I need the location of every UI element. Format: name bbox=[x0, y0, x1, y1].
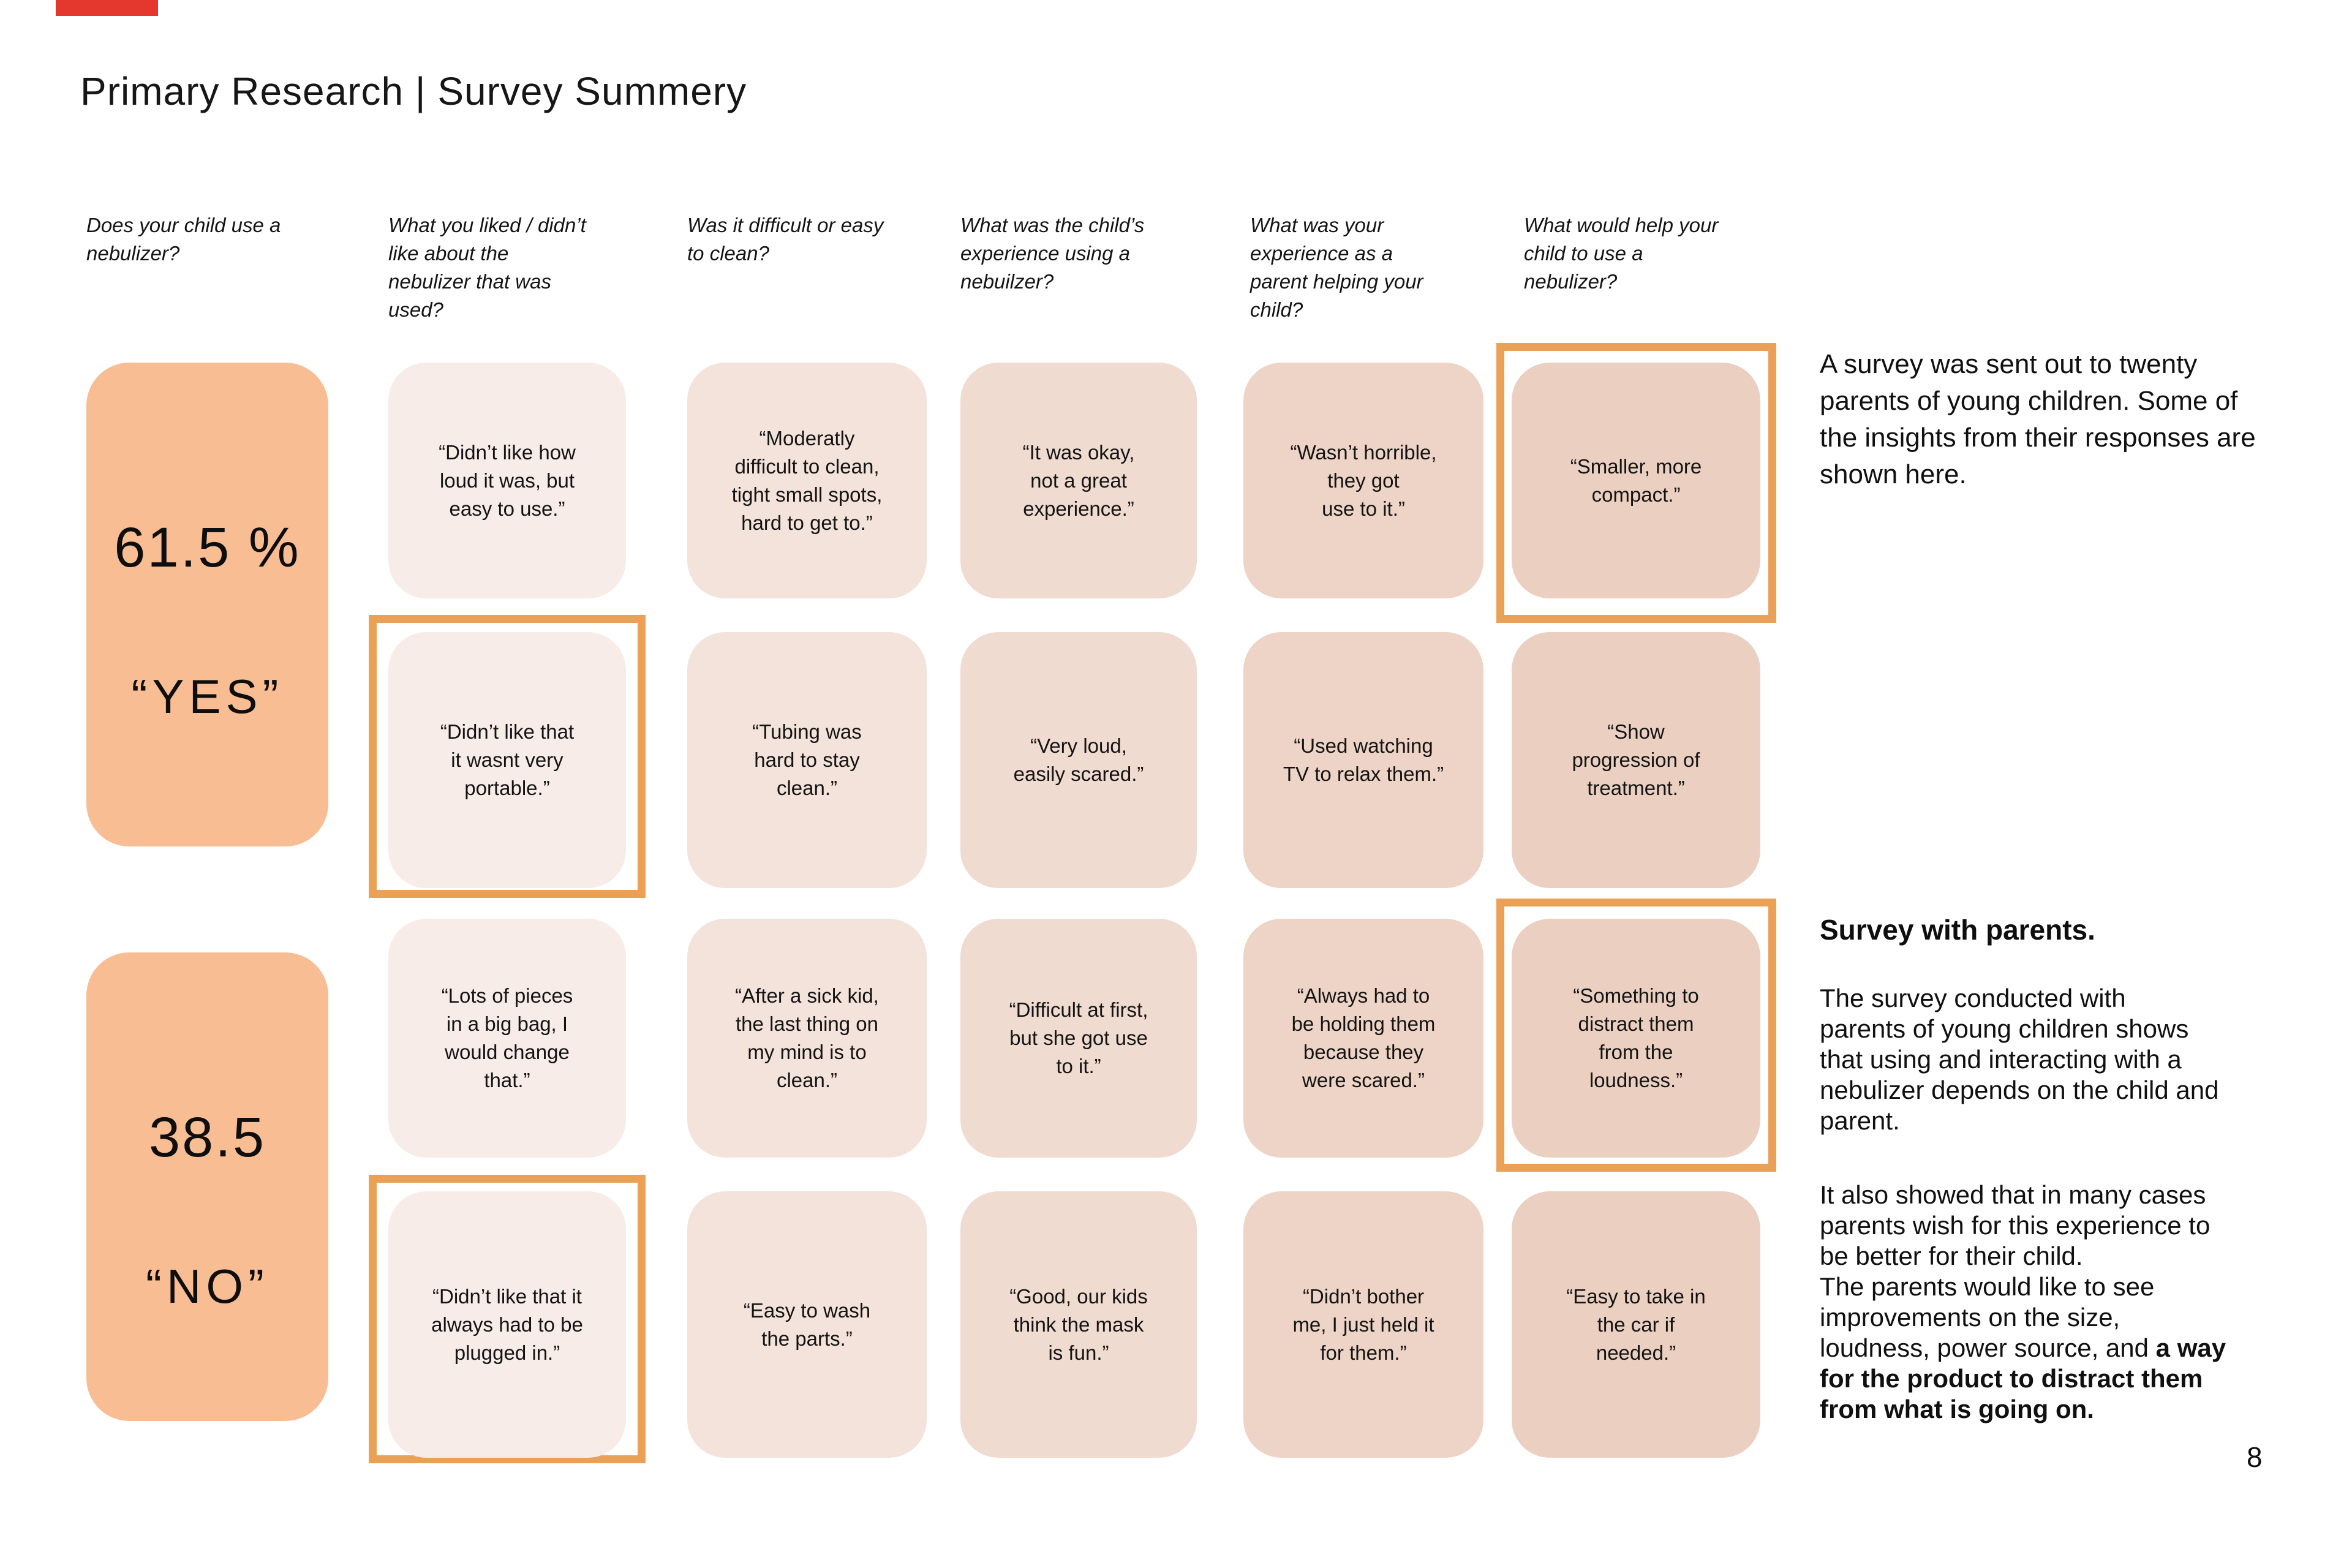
question-header-nebulizer-use: Does your child use a nebulizer? bbox=[86, 214, 281, 265]
quote-card: “Show progression of treatment.” bbox=[1512, 632, 1760, 888]
quote-card: “Easy to take in the car if needed.” bbox=[1512, 1191, 1760, 1458]
quote-card: “Very loud, easily scared.” bbox=[960, 632, 1197, 888]
highlight-border-distract-loudness bbox=[1496, 899, 1776, 1172]
summary-paragraph-2-bold: a way for the product to distract them f… bbox=[1820, 1333, 2226, 1423]
quote-card: “Difficult at first, but she got use to … bbox=[960, 919, 1197, 1158]
no-label: “NO” bbox=[146, 1259, 269, 1313]
quote-card-highlighted: “Smaller, more compact.” bbox=[1512, 363, 1760, 598]
summary-heading: Survey with parents. bbox=[1820, 914, 2095, 946]
question-header-cleaning: Was it difficult or easy to clean? bbox=[687, 214, 884, 265]
quote-card: “Always had to be holding them because t… bbox=[1243, 919, 1483, 1158]
quote-card: “Easy to wash the parts.” bbox=[687, 1191, 927, 1458]
quote-card: “After a sick kid, the last thing on my … bbox=[687, 919, 927, 1158]
quote-card: “Didn’t bother me, I just held it for th… bbox=[1243, 1191, 1483, 1458]
yes-percentage: 61.5 % bbox=[114, 516, 301, 579]
summary-paragraph-2-normal: It also showed that in many cases parent… bbox=[1820, 1180, 2211, 1362]
answer-cell-yes: 61.5 % “YES” bbox=[86, 363, 328, 846]
page-number: 8 bbox=[2247, 1441, 2263, 1473]
question-header-parent-experience: What was your experience as a parent hel… bbox=[1250, 214, 1423, 321]
yes-label: “YES” bbox=[131, 669, 284, 723]
quote-card: “Good, our kids think the mask is fun.” bbox=[960, 1191, 1197, 1458]
highlight-border-smaller-compact bbox=[1496, 343, 1776, 623]
page-title: Primary Research | Survey Summery bbox=[80, 69, 747, 113]
question-header-liked-disliked: What you liked / didn’t like about the n… bbox=[388, 214, 586, 321]
no-percentage: 38.5 bbox=[148, 1106, 266, 1169]
red-accent-bar bbox=[56, 0, 158, 16]
quote-card: “Moderatly difficult to clean, tight sma… bbox=[687, 363, 927, 598]
quote-card-highlighted: “Didn’t like that it wasnt very portable… bbox=[388, 632, 626, 888]
quote-card: “Lots of pieces in a big bag, I would ch… bbox=[388, 919, 626, 1158]
quote-card: “Didn’t like how loud it was, but easy t… bbox=[388, 363, 626, 598]
highlight-border-not-portable bbox=[369, 615, 646, 898]
question-header-child-experience: What was the child’s experience using a … bbox=[960, 214, 1145, 293]
quote-card-highlighted: “Didn’t like that it always had to be pl… bbox=[388, 1191, 626, 1458]
quote-card: “Used watching TV to relax them.” bbox=[1243, 632, 1483, 888]
highlight-border-plugged-in bbox=[369, 1175, 646, 1463]
summary-paragraph-2: It also showed that in many cases parent… bbox=[1820, 1180, 2291, 1425]
summary-paragraph-1: The survey conducted with parents of you… bbox=[1820, 984, 2219, 1135]
intro-paragraph: A survey was sent out to twenty parents … bbox=[1820, 349, 2256, 489]
quote-card-highlighted: “Something to distract them from the lou… bbox=[1512, 919, 1760, 1158]
quote-card: “It was okay, not a great experience.” bbox=[960, 363, 1197, 598]
answer-cell-no: 38.5 “NO” bbox=[86, 952, 328, 1421]
quote-card: “Tubing was hard to stay clean.” bbox=[687, 632, 927, 888]
quote-card: “Wasn’t horrible, they got use to it.” bbox=[1243, 363, 1483, 598]
question-header-what-would-help: What would help your child to use a nebu… bbox=[1524, 214, 1719, 293]
